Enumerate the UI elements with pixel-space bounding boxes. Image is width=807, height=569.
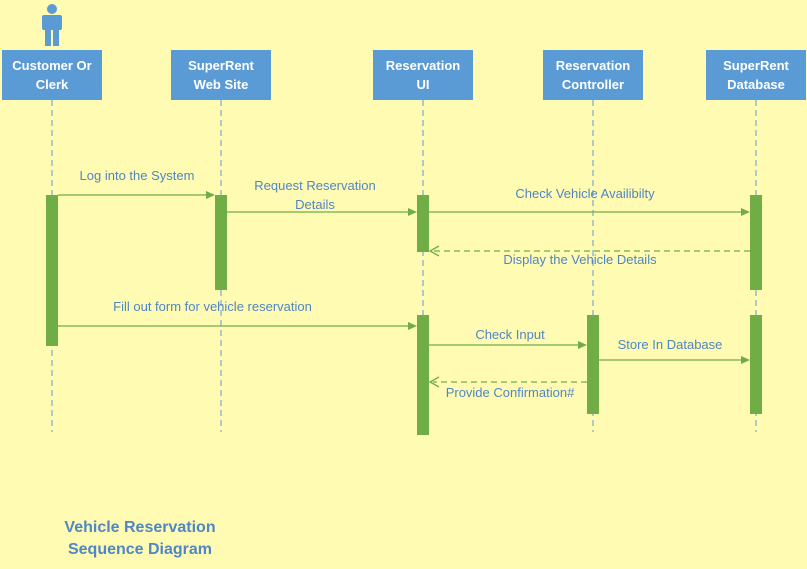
arrowhead-check-input (578, 341, 587, 349)
msg-label-check-input: Check Input (475, 327, 545, 342)
arrowhead-store (741, 356, 750, 364)
msg-label-fillout: Fill out form for vehicle reservation (113, 299, 312, 314)
arrowhead-display (428, 245, 440, 257)
lifeline-header-website: SuperRent Web Site (171, 50, 271, 100)
activation-db-2 (750, 315, 762, 414)
msg-label-display: Display the Vehicle Details (503, 252, 657, 267)
activation-resctrl (587, 315, 599, 414)
activation-resui-1 (417, 195, 429, 252)
activation-resui-2 (417, 315, 429, 435)
msg-label-login: Log into the System (79, 168, 195, 183)
lifeline-header-resctrl: Reservation Controller (543, 50, 643, 100)
msg-label-request: Request Reservation Details (254, 178, 376, 212)
person-icon (42, 4, 62, 46)
lifeline-header-db: SuperRent Database (706, 50, 806, 100)
arrowhead-fillout (408, 322, 417, 330)
activation-customer (46, 195, 58, 346)
msg-label-store: Store In Database (617, 337, 723, 352)
activation-website (215, 195, 227, 290)
arrowhead-confirm (428, 376, 440, 388)
msg-label-check-vehicle: Check Vehicle Availibilty (515, 186, 655, 201)
msg-label-confirm: Provide Confirmation# (445, 385, 575, 400)
arrowhead-check-vehicle (741, 208, 750, 216)
lifeline-header-customer: Customer Or Clerk (2, 50, 102, 100)
arrowhead-login (206, 191, 215, 199)
lifeline-header-resui: Reservation UI (373, 50, 473, 100)
arrowhead-request (408, 208, 417, 216)
activation-db-1 (750, 195, 762, 290)
diagram-title: Vehicle Reservation Sequence Diagram (64, 519, 216, 558)
